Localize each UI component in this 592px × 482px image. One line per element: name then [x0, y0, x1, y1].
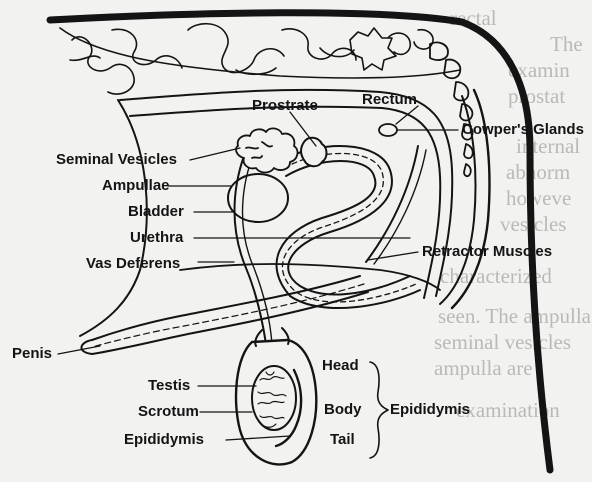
label-ampullae: Ampullae: [102, 178, 170, 193]
seminal-vesicles-organ: [236, 128, 297, 172]
label-epididymis: Epididymis: [124, 432, 204, 447]
label-body: Body: [324, 402, 362, 417]
label-tail: Tail: [330, 432, 355, 447]
retractor-muscle: [366, 146, 418, 262]
label-seminal-vesicles: Seminal Vesicles: [56, 152, 177, 167]
label-scrotum: Scrotum: [138, 404, 199, 419]
label-rectum: Rectum: [362, 92, 417, 107]
hind-limb-outline: [180, 264, 440, 290]
intestinal-coils: [60, 24, 460, 94]
label-prostrate: Prostrate: [252, 98, 318, 113]
label-retractor-muscles: Retractor Muscles: [422, 244, 552, 259]
testis-organ: [252, 366, 296, 430]
label-head: Head: [322, 358, 359, 373]
label-vas-deferens: Vas Deferens: [86, 256, 180, 271]
label-cowpers-glands: Cowper's Glands: [462, 122, 584, 137]
label-testis: Testis: [148, 378, 190, 393]
rectum-tube: [120, 90, 489, 308]
cowpers-glands-organ: [379, 124, 397, 136]
label-penis: Penis: [12, 346, 52, 361]
label-urethra: Urethra: [130, 230, 183, 245]
epididymis-bracket: [370, 362, 388, 458]
label-bladder: Bladder: [128, 204, 184, 219]
label-epididymis-group: Epididymis: [390, 402, 470, 417]
penis-shaft: [81, 276, 368, 354]
